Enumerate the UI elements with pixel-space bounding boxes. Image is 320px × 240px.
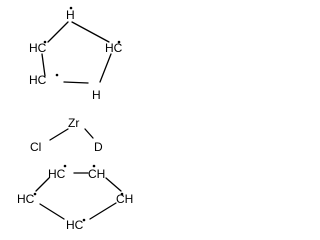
ferrocene-like-structure-diagram: H HC HC HC H Zr Cl D HC [0,0,153,234]
lower-atom-left: HC [17,192,35,206]
upper-radical-top [69,6,73,10]
lower-bond-right-bottom [89,202,117,220]
metal-center: Zr Cl D [30,116,103,154]
lower-atom-top-left: HC [48,167,66,181]
upper-bond-bottomleft-left [41,53,46,77]
lower-ring: HC CH HC CH HC [17,164,133,232]
upper-atom-bottom-right: H [92,88,101,102]
lower-atom-right: CH [116,192,133,206]
lower-radical-top-right [92,164,96,168]
ligand-d: D [94,140,103,154]
upper-radical-left [43,40,47,44]
lower-radical-top-left [63,164,67,168]
upper-atom-right: HC [105,41,123,55]
lower-radical-left [33,192,37,196]
lower-radical-bottom [82,218,86,222]
lower-atom-top-right: CH [88,167,105,181]
lower-bond-left-topleft [35,177,50,192]
upper-radical-bottom-left [55,73,59,77]
bond-zr-d [84,128,94,139]
upper-radical-right [117,40,121,44]
upper-atom-top: H [66,8,75,22]
upper-atom-bottom-left: HC [29,73,47,87]
upper-bond-left-top [47,21,69,43]
lower-radical-right [120,192,124,196]
structure-svg: H HC HC HC H Zr Cl D HC [17,6,133,232]
lower-bond-bottom-left [39,203,65,220]
upper-atom-left: HC [29,41,47,55]
lower-atom-bottom: HC [66,218,84,232]
bond-zr-cl [49,128,69,141]
lower-bond-topright-right [105,177,122,192]
upper-bond-right-bottomright [99,53,112,83]
ligand-cl: Cl [30,140,41,154]
upper-bond-top-right [71,21,110,43]
upper-ring: H HC HC HC H [29,6,123,102]
metal-atom-zr: Zr [68,116,79,130]
upper-bond-bottomright-bottomleft [63,81,89,84]
